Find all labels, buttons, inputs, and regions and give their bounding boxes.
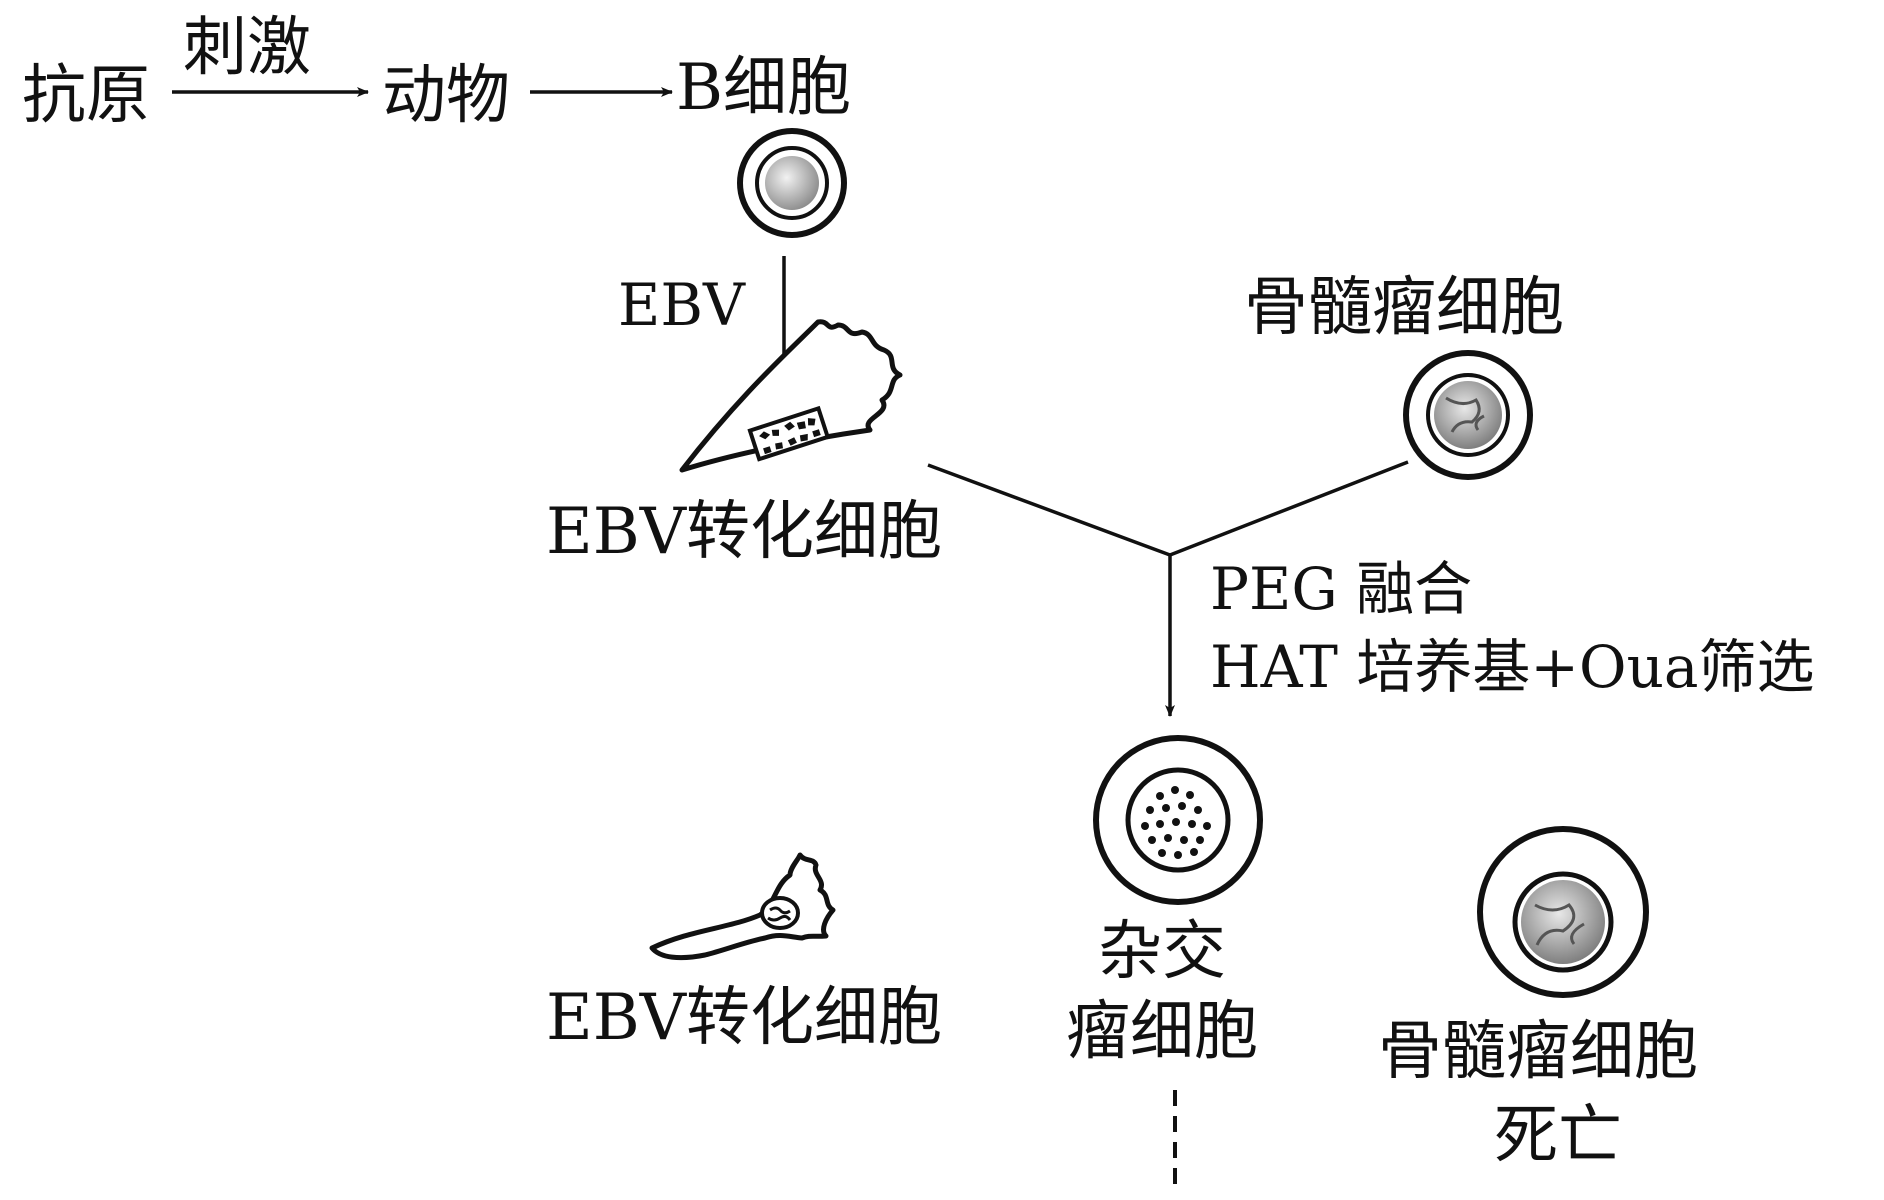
b-cell-label: B细胞 (676, 51, 852, 125)
myeloma-dead-cell-icon (1477, 826, 1649, 998)
peg-fusion-label: PEG 融合 (1210, 555, 1473, 623)
fusion-line-right (1169, 460, 1409, 557)
hat-selection-label: HAT 培养基+Oua筛选 (1210, 633, 1815, 701)
myeloma-cell-icon (1403, 350, 1533, 480)
myeloma-label: 骨髓瘤细胞 (1244, 271, 1564, 345)
hybrid-label-line2: 瘤细胞 (1066, 995, 1258, 1069)
ebv-label: EBV (618, 271, 745, 339)
ebv-cell-label: EBV转化细胞 (546, 495, 942, 569)
myeloma-dead-label-line2: 死亡 (1494, 1099, 1622, 1173)
hybrid-label-line1: 杂交 (1098, 915, 1226, 989)
stimulate-label: 刺激 (183, 11, 311, 85)
animal-label: 动物 (382, 59, 510, 133)
myeloma-dead-label-line1: 骨髓瘤细胞 (1378, 1015, 1698, 1089)
ebv-cell-result-label: EBV转化细胞 (546, 981, 942, 1055)
b-cell-icon (737, 128, 847, 238)
ebv-transformed-cell-icon (679, 319, 903, 473)
antigen-label: 抗原 (22, 59, 150, 133)
hybridoma-cell-icon (1093, 735, 1263, 905)
fusion-line-left (927, 463, 1171, 557)
ebv-transformed-cell-lower-icon (649, 852, 836, 961)
